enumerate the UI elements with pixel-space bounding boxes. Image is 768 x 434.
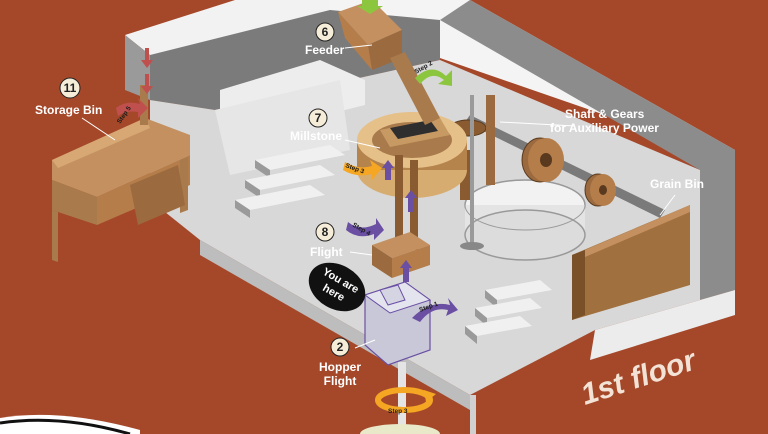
badge-2: 2 [330,337,350,357]
badge-8-number: 8 [322,225,329,239]
grain-bin [572,205,690,320]
label-shaft-gears: Shaft & Gears [565,107,645,121]
right-wall-face [440,0,735,300]
label-flight: Flight [310,245,343,259]
badge-2-number: 2 [337,340,344,354]
step-3-arrow-bottom: Step 3 [375,387,436,415]
badge-7: 7 [308,108,328,128]
left-wall-face [125,35,150,100]
floor-front-edge [590,290,735,360]
large-gear-wheel [464,179,586,261]
label-feeder: Feeder [305,43,345,57]
label-hopper-flight: Flight [324,374,357,388]
label-hopper: Hopper [319,360,361,374]
label-storage-bin: Storage Bin [35,103,102,117]
badge-11: 11 [59,77,81,99]
badge-6: 6 [315,22,335,42]
feeder-arrow [357,0,383,14]
badge-6-number: 6 [322,25,329,39]
hopper-flight [363,281,476,434]
feeder [338,0,440,125]
badge-7-number: 7 [315,111,322,125]
stairs-left [235,145,345,218]
label-auxiliary-power: for Auxiliary Power [550,121,659,135]
lower-floor-disc [360,424,440,434]
storage-bin [52,85,190,262]
label-millstone: Millstone [290,129,342,143]
storage-down-arrows [141,48,153,94]
you-are-here-marker: You are here [308,262,366,312]
badge-8: 8 [315,222,335,242]
label-grain-bin: Grain Bin [650,177,704,191]
up-arrows [382,160,417,282]
gear-post [486,95,495,185]
step-3b-label: Step 3 [388,408,408,415]
stairs-right [465,280,552,344]
badge-11-number: 11 [64,81,77,95]
iron-rod [470,95,474,245]
leader-lines [81,44,676,349]
